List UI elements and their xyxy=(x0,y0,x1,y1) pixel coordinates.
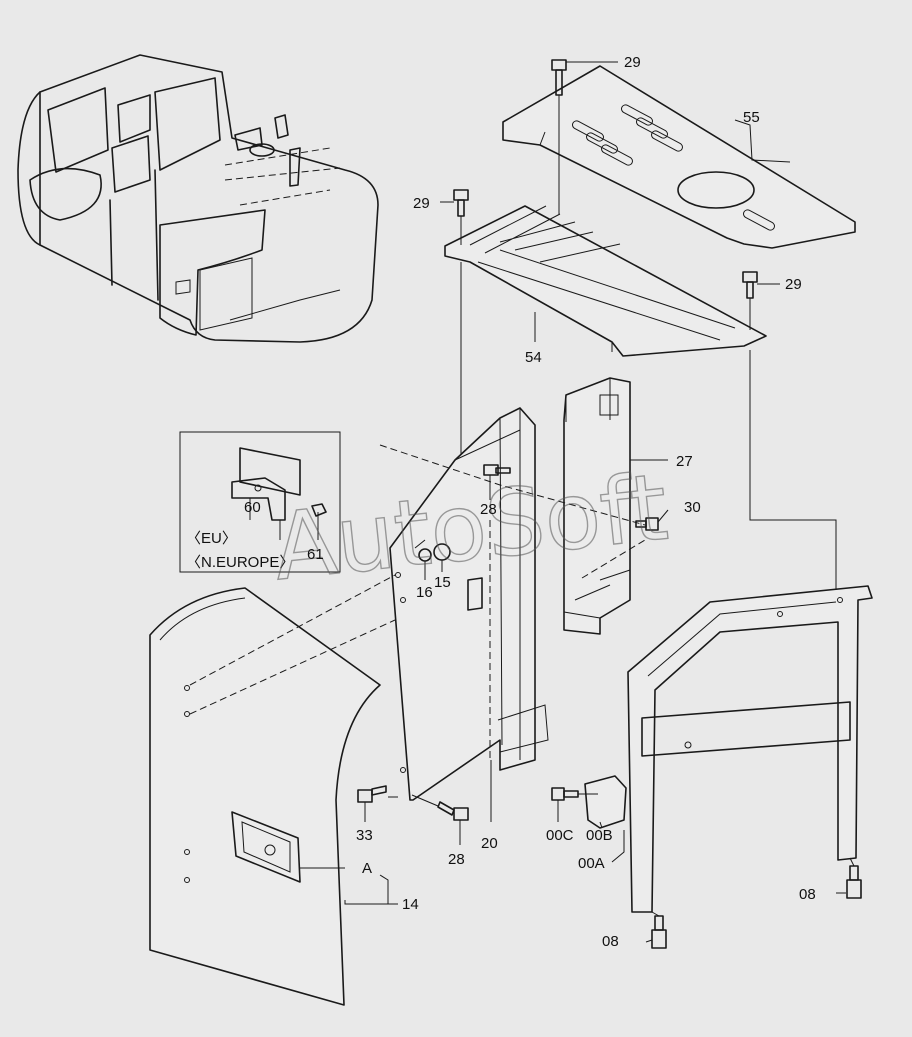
bolt-00c xyxy=(551,787,579,801)
part-00a-frame xyxy=(627,585,873,913)
machine-overview xyxy=(17,54,379,343)
part-00b-bracket xyxy=(584,775,627,829)
part-55-cover-plate xyxy=(502,65,856,249)
label-28-upper: 28 xyxy=(480,501,497,518)
assembly-lines xyxy=(189,95,855,917)
label-15: 15 xyxy=(434,574,451,591)
label-55: 55 xyxy=(743,109,760,126)
part-14-door-panel xyxy=(149,587,381,1006)
inset-eu-box: 〈EU〉 〈N.EUROPE〉 xyxy=(179,431,341,573)
bolt-30 xyxy=(635,517,659,531)
label-00a: 00A xyxy=(578,855,605,872)
label-28-lower: 28 xyxy=(448,851,465,868)
bolt-29a xyxy=(551,59,567,96)
label-54: 54 xyxy=(525,349,542,366)
label-29-right: 29 xyxy=(785,276,802,293)
part-20-side-frame xyxy=(389,407,549,801)
label-27: 27 xyxy=(676,453,693,470)
label-29-left: 29 xyxy=(413,195,430,212)
label-08-lower: 08 xyxy=(602,933,619,950)
inset-region-eu: 〈EU〉 xyxy=(186,530,237,547)
bolts xyxy=(357,59,862,949)
label-14: 14 xyxy=(402,896,419,913)
leader-lines xyxy=(300,61,846,943)
label-33: 33 xyxy=(356,827,373,844)
label-a: A xyxy=(362,860,372,877)
bolt-29b xyxy=(453,189,469,217)
callouts: 29 29 29 55 54 27 30 28 15 16 60 61 33 2… xyxy=(244,54,816,950)
inset-region-n-europe: 〈N.EUROPE〉 xyxy=(186,554,294,571)
bolt-28a xyxy=(483,464,511,476)
label-08-right: 08 xyxy=(799,886,816,903)
bolt-29c xyxy=(742,271,758,299)
label-16: 16 xyxy=(416,584,433,601)
label-00b: 00B xyxy=(586,827,613,844)
label-30: 30 xyxy=(684,499,701,516)
bolt-08a xyxy=(846,865,862,899)
part-27-upright xyxy=(563,377,631,635)
label-20: 20 xyxy=(481,835,498,852)
bolt-28b xyxy=(437,801,469,821)
label-61: 61 xyxy=(307,546,324,563)
label-00c: 00C xyxy=(546,827,574,844)
bolt-08b xyxy=(651,915,667,949)
bolt-33 xyxy=(357,785,387,803)
label-60: 60 xyxy=(244,499,261,516)
label-29-top: 29 xyxy=(624,54,641,71)
part-54-floor-plate xyxy=(444,205,767,357)
